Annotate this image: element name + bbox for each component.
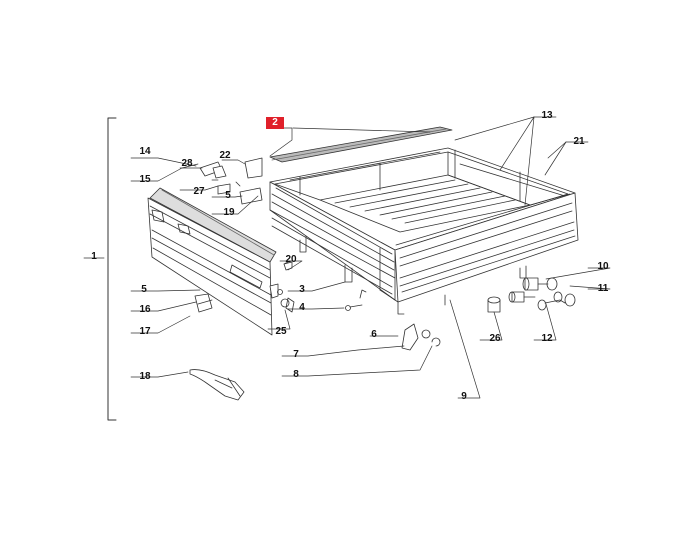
top-rail-strip <box>269 126 453 163</box>
bolts-washers-drawing <box>487 277 576 313</box>
callout-19: 19 <box>223 207 235 218</box>
callout-8: 8 <box>293 369 299 380</box>
callout-11: 11 <box>597 283 609 294</box>
callout-16: 16 <box>139 304 151 315</box>
callout-4: 4 <box>299 302 305 313</box>
callout-27: 27 <box>193 186 205 197</box>
callout-1: 1 <box>91 251 97 262</box>
callout-26: 26 <box>489 333 501 344</box>
latch-hardware-drawing <box>401 323 441 351</box>
callout-20: 20 <box>285 254 297 265</box>
leader-lines <box>130 116 611 399</box>
callout-21: 21 <box>573 136 585 147</box>
screws-drawing <box>269 261 367 313</box>
callout-10: 10 <box>597 261 609 272</box>
cargo-box-drawing <box>269 147 579 315</box>
handle-drawing <box>189 369 245 401</box>
callout-13: 13 <box>541 110 553 121</box>
callout-7: 7 <box>293 349 299 360</box>
callout-3: 3 <box>299 284 305 295</box>
callout-28: 28 <box>181 158 193 169</box>
assembly-bracket <box>107 117 117 421</box>
callout-17: 17 <box>139 326 151 337</box>
callout-6: 6 <box>371 329 377 340</box>
callout-2-highlighted: 2 <box>266 117 284 129</box>
callout-12: 12 <box>541 333 553 344</box>
callout-22: 22 <box>219 150 231 161</box>
clip-drawing <box>194 293 213 313</box>
hinge-parts-drawing <box>199 157 263 205</box>
callout-5-upper: 5 <box>225 190 231 201</box>
callout-5-lower: 5 <box>141 284 147 295</box>
callout-18: 18 <box>139 371 151 382</box>
callout-9: 9 <box>461 391 467 402</box>
callout-15: 15 <box>139 174 151 185</box>
tailgate-panel-drawing <box>147 187 277 336</box>
callout-14: 14 <box>139 146 151 157</box>
callout-25: 25 <box>275 326 287 337</box>
